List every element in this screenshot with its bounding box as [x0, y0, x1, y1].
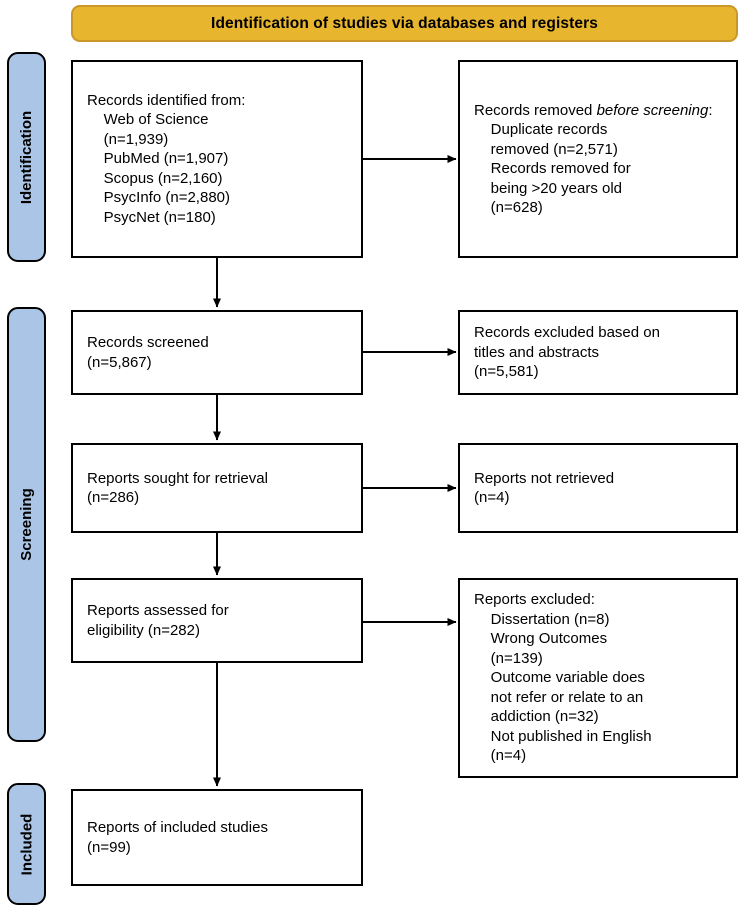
- box-reports-excluded-text: Reports excluded: Dissertation (n=8) Wro…: [474, 591, 652, 765]
- records-removed-rest: Duplicate records removed (n=2,571) Reco…: [490, 121, 631, 216]
- box-reports-of-included-studies: Reports of included studies (n=99): [71, 789, 363, 886]
- box-records-identified-text: Records identified from: Web of Science …: [87, 91, 246, 226]
- box-records-screened: Records screened (n=5,867): [71, 310, 363, 395]
- records-removed-lead: Records removed: [474, 101, 597, 119]
- banner-title: Identification of studies via databases …: [211, 14, 598, 32]
- records-removed-italic: before screening: [596, 101, 709, 119]
- stage-rail-screening-label: Screening: [18, 488, 35, 561]
- box-reports-not-retrieved-text: Reports not retrieved (n=4): [474, 469, 615, 507]
- box-reports-included-text: Reports of included studies (n=99): [87, 819, 268, 856]
- box-reports-sought-text: Reports sought for retrieval (n=286): [87, 469, 268, 507]
- box-reports-not-retrieved: Reports not retrieved (n=4): [458, 443, 738, 533]
- box-records-excluded-titles-text: Records excluded based on titles and abs…: [474, 324, 660, 381]
- box-reports-sought-for-retrieval: Reports sought for retrieval (n=286): [71, 443, 363, 533]
- records-removed-colon: :: [708, 101, 713, 119]
- stage-rail-included-label: Included: [18, 813, 36, 875]
- box-records-identified: Records identified from: Web of Science …: [71, 60, 363, 258]
- stage-rail-identification-label: Identification: [18, 110, 35, 204]
- box-records-screened-text: Records screened (n=5,867): [87, 334, 209, 371]
- box-records-excluded-titles-abstracts: Records excluded based on titles and abs…: [458, 310, 738, 395]
- stage-rail-identification: Identification: [7, 52, 46, 262]
- box-reports-assessed-for-eligibility: Reports assessed for eligibility (n=282): [71, 578, 363, 663]
- stage-rail-screening: Screening: [7, 307, 46, 742]
- diagram-banner: Identification of studies via databases …: [71, 5, 738, 42]
- box-reports-excluded: Reports excluded: Dissertation (n=8) Wro…: [458, 578, 738, 778]
- box-records-removed-before-screening: Records removed before screening: Duplic…: [458, 60, 738, 258]
- box-records-removed-text: Records removed before screening: Duplic…: [460, 101, 736, 218]
- stage-rail-included: Included: [7, 783, 46, 905]
- box-reports-assessed-text: Reports assessed for eligibility (n=282): [87, 602, 229, 639]
